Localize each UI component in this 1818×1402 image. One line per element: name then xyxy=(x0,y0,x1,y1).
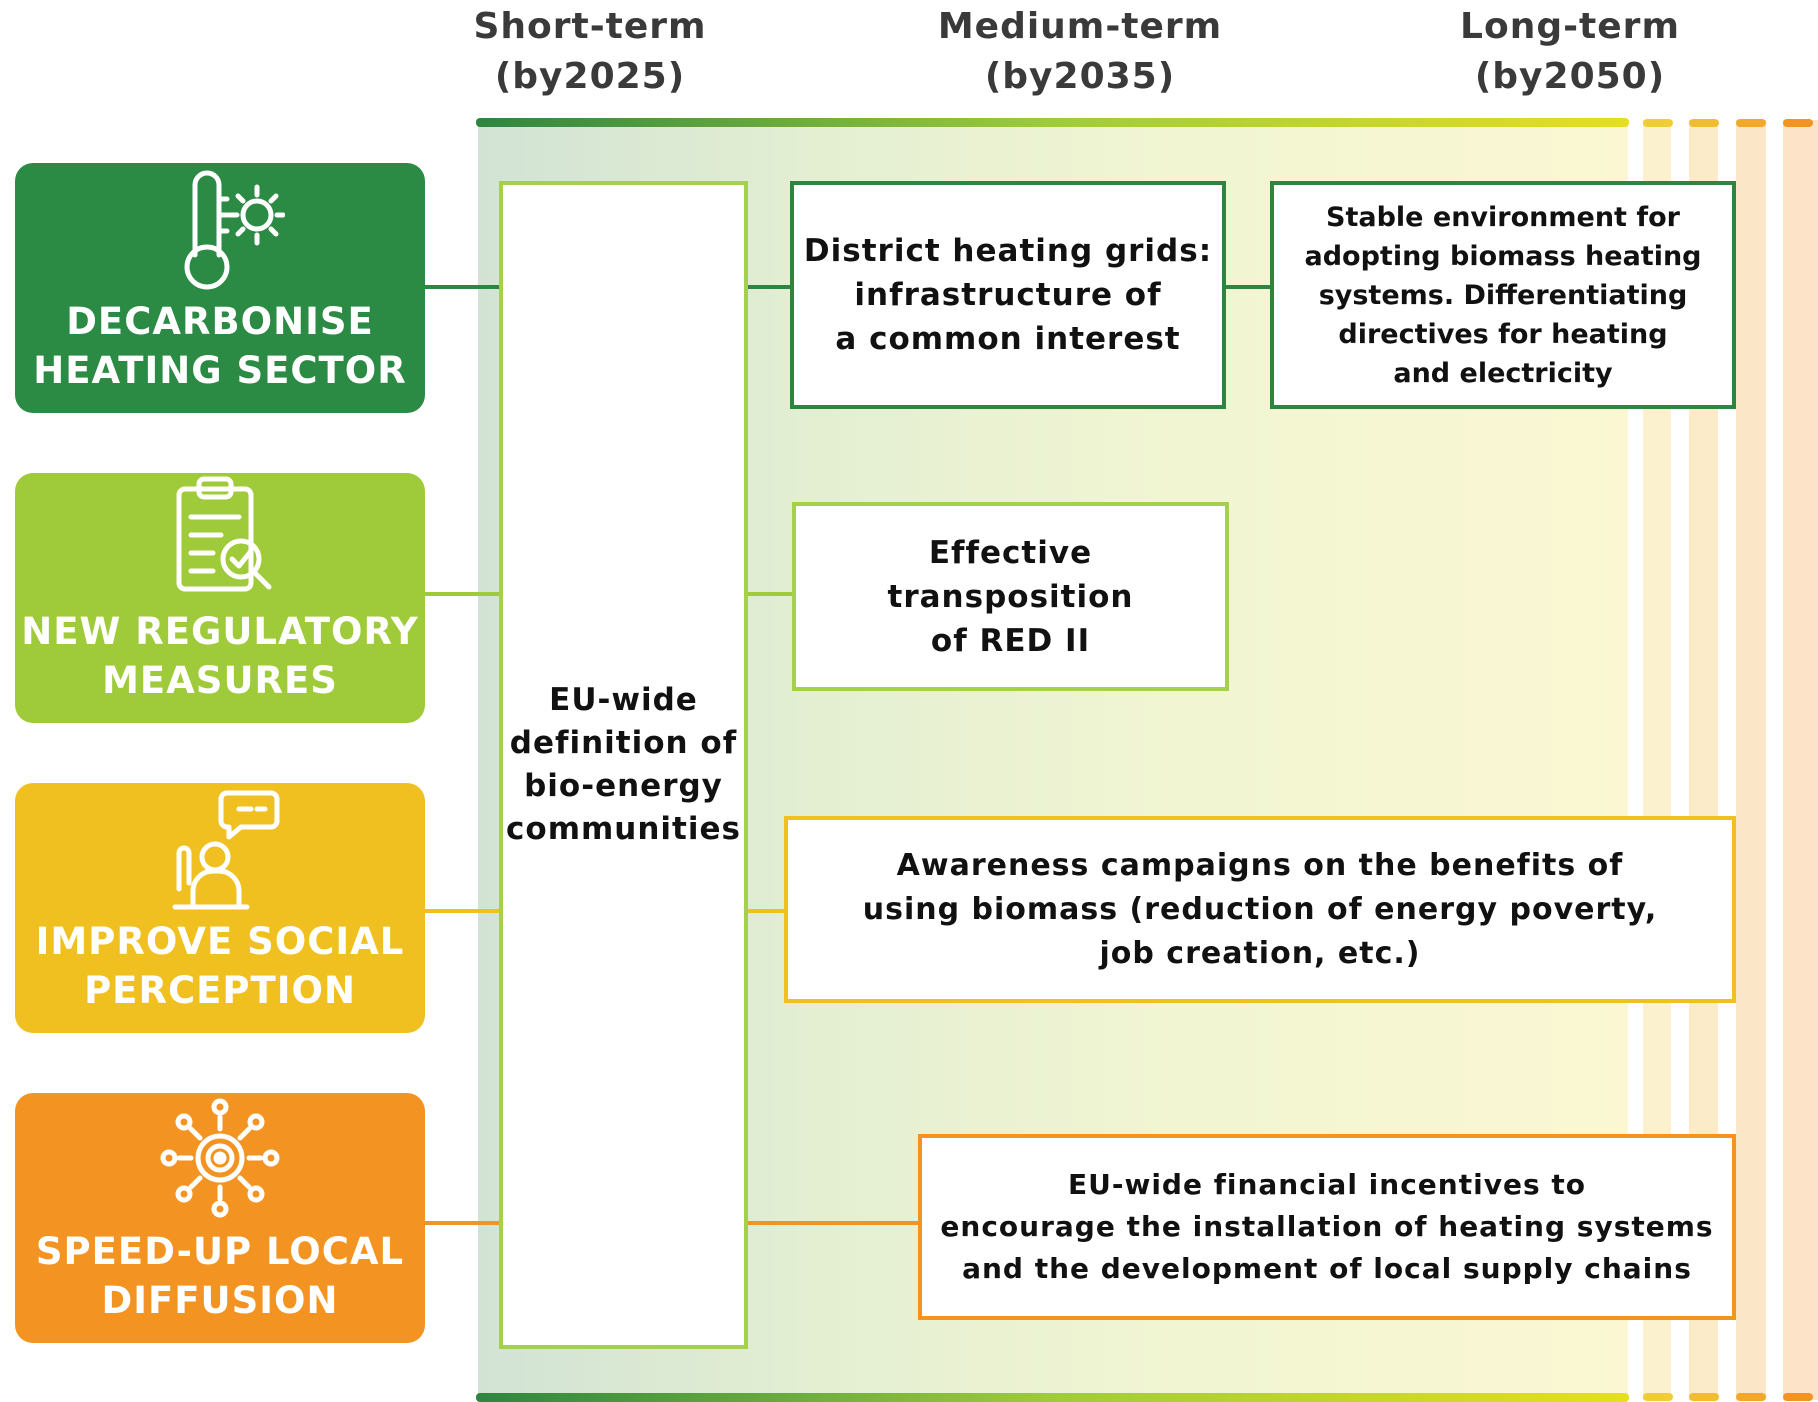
timeline-bar-top xyxy=(476,118,1629,127)
connector-line xyxy=(1224,285,1272,289)
category-title: IMPROVE SOCIAL PERCEPTION xyxy=(35,920,405,1012)
clipboard-check-icon xyxy=(176,476,272,592)
category-card-regulatory: NEW REGULATORY MEASURES xyxy=(15,473,425,723)
connector-line xyxy=(744,285,792,289)
stable-environment-box: Stable environment for adopting biomass … xyxy=(1270,181,1736,409)
thermometer-sun-icon xyxy=(184,170,285,290)
timeline-dash xyxy=(1643,1393,1673,1401)
connector-line xyxy=(744,909,786,913)
speaker-chat-icon xyxy=(172,790,280,910)
category-title: DECARBONISE HEATING SECTOR xyxy=(33,300,407,392)
future-stripe xyxy=(1783,120,1818,1400)
connector-line xyxy=(425,1221,501,1225)
timeline-dash xyxy=(1689,119,1719,127)
connector-line xyxy=(425,285,501,289)
timeline-dash xyxy=(1643,119,1673,127)
awareness-campaigns-box: Awareness campaigns on the benefits of u… xyxy=(784,816,1736,1003)
connector-line xyxy=(425,592,501,596)
category-title: NEW REGULATORY MEASURES xyxy=(21,610,419,702)
district-heating-box: District heating grids: infrastructure o… xyxy=(790,181,1226,409)
financial-incentives-box: EU-wide financial incentives to encourag… xyxy=(918,1134,1736,1320)
future-stripe xyxy=(1736,120,1766,1400)
target-arrows-icon xyxy=(160,1098,280,1218)
timeline-dash xyxy=(1736,119,1766,127)
timeline-long-term-label: Long-term (by2050) xyxy=(1460,6,1680,97)
red-ii-box: Effective transposition of RED II xyxy=(792,502,1229,691)
timeline-dash xyxy=(1783,1393,1813,1401)
category-title: SPEED-UP LOCAL DIFFUSION xyxy=(35,1230,405,1322)
timeline-medium-term-label: Medium-term (by2035) xyxy=(937,6,1223,97)
category-card-social: IMPROVE SOCIAL PERCEPTION xyxy=(15,783,425,1033)
timeline-short-term-label: Short-term (by2025) xyxy=(473,6,707,97)
category-card-diffusion: SPEED-UP LOCAL DIFFUSION xyxy=(15,1093,425,1343)
connector-line xyxy=(744,1221,920,1225)
timeline-dash xyxy=(1736,1393,1766,1401)
timeline-dash xyxy=(1689,1393,1719,1401)
timeline-bar-bottom xyxy=(476,1393,1629,1402)
connector-line xyxy=(744,592,794,596)
timeline-dash xyxy=(1783,119,1813,127)
connector-line xyxy=(425,909,501,913)
bio-energy-communities-box: EU-wide definition of bio-energy communi… xyxy=(499,181,748,1349)
category-card-decarbonise: DECARBONISE HEATING SECTOR xyxy=(15,163,425,413)
